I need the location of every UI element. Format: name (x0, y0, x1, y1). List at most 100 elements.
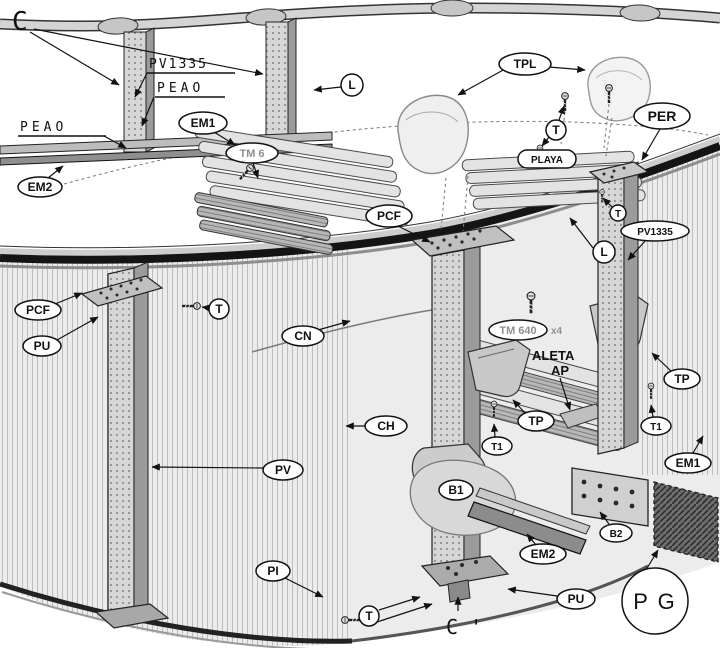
svg-text:TPL: TPL (514, 57, 537, 71)
svg-text:EM1: EM1 (191, 116, 216, 130)
ledge-slats-top (194, 126, 409, 227)
svg-text:T1: T1 (650, 422, 662, 433)
svg-text:TM 640: TM 640 (499, 325, 536, 337)
callout-tp-right: TP (663, 368, 701, 390)
callout-em2-bottom: EM2 (519, 543, 567, 565)
callout-tp-center: TP (517, 410, 555, 432)
callout-t-post-right: T (609, 204, 627, 222)
callout-pu-bottom: PU (556, 588, 596, 610)
svg-text:T1: T1 (491, 442, 503, 453)
svg-text:PCF: PCF (377, 209, 401, 223)
callout-cn: CN (281, 325, 325, 347)
c-prime-bracket (447, 579, 471, 603)
alignment-dash (603, 103, 610, 149)
callout-pcf-left: PCF (14, 299, 62, 321)
svg-text:PER: PER (648, 108, 677, 124)
callout-per: PER (633, 102, 691, 130)
svg-text:PU: PU (568, 592, 585, 606)
callout-tm6: TM 6 (225, 142, 279, 164)
label-tm640-qty: x4 (551, 326, 563, 337)
tp-bracket-center (467, 339, 531, 398)
label-c: C (12, 7, 28, 37)
callout-em1-right: EM1 (664, 452, 712, 474)
svg-text:TP: TP (674, 372, 689, 386)
callout-b2: B2 (599, 523, 633, 543)
left-post-foot (94, 603, 170, 629)
svg-text:L: L (348, 78, 355, 92)
callout-pv: PV (262, 459, 304, 481)
rail-cap (619, 4, 661, 22)
callout-t1-center: T1 (481, 436, 513, 456)
pcf-plate-left (80, 275, 164, 307)
svg-text:PV1335: PV1335 (637, 227, 673, 238)
right-post-top-plate (588, 161, 650, 184)
callout-t-bottom: T (358, 605, 380, 627)
svg-text:B2: B2 (610, 529, 623, 540)
ledge-slats-dark (194, 192, 334, 255)
svg-text:EM1: EM1 (676, 456, 701, 470)
text-labels: C PV1335 PEAO PEAO ALETA AP x4 C ' (12, 7, 575, 639)
svg-text:PI: PI (267, 564, 278, 578)
svg-text:L: L (600, 245, 607, 259)
leader-lines (29, 28, 704, 623)
callout-pi: PI (255, 560, 291, 582)
liner-edge-cn-line (251, 307, 447, 353)
callout-l-right: L (592, 240, 616, 264)
rail-cap (97, 17, 139, 35)
label-peao-top: PEAO (157, 81, 204, 96)
svg-text:PU: PU (34, 339, 51, 353)
callouts: EM1 EM2 TM 6 L TPL T PLAYA PER T PV1335 … (14, 52, 712, 635)
callout-pv1335-right: PV1335 (620, 220, 690, 242)
pool-wall (0, 147, 720, 646)
tpl-seat-cover-left (397, 94, 469, 175)
callout-pu-left: PU (22, 335, 62, 357)
callout-em2-left: EM2 (17, 176, 63, 198)
svg-text:T: T (215, 302, 223, 316)
callout-pg: P G (621, 567, 689, 635)
callout-tpl: TPL (498, 52, 552, 76)
top-post-right (265, 17, 297, 147)
label-aleta-line1: ALETA (532, 348, 575, 363)
label-c-prime: C ' (446, 615, 482, 639)
svg-text:T: T (615, 209, 621, 220)
callout-t-left: T (208, 298, 230, 320)
svg-text:T: T (365, 609, 373, 623)
top-back-rail (0, 0, 720, 35)
callout-em1-top: EM1 (178, 111, 228, 135)
rail-cap (430, 0, 474, 17)
label-aleta-line2: AP (551, 363, 569, 378)
svg-text:P G: P G (633, 589, 677, 614)
alignment-dash (605, 117, 613, 157)
svg-text:B1: B1 (448, 483, 464, 497)
pcf-plate-center (410, 225, 516, 257)
pu-base-plate-center (420, 555, 510, 603)
svg-text:PCF: PCF (26, 303, 50, 317)
callout-b1: B1 (438, 479, 474, 501)
svg-text:CN: CN (294, 329, 311, 343)
svg-text:T: T (552, 123, 560, 137)
callout-ch: CH (364, 415, 408, 437)
em-profile-bars-bottom (467, 487, 591, 555)
callout-tm640: TM 640 (488, 319, 548, 341)
label-pv1335-top: PV1335 (149, 57, 208, 72)
callout-t-top: T (545, 119, 567, 141)
svg-text:CH: CH (377, 419, 394, 433)
svg-text:EM2: EM2 (28, 180, 53, 194)
left-post (80, 261, 170, 629)
b2-plate (571, 467, 649, 527)
bottom-rim (0, 564, 649, 648)
svg-text:TM 6: TM 6 (239, 148, 264, 160)
pg-panel (653, 481, 719, 563)
svg-text:EM2: EM2 (531, 547, 556, 561)
callout-playa: PLAYA (517, 149, 577, 169)
alignment-dash (440, 177, 447, 231)
label-peao-left: PEAO (20, 120, 67, 135)
callout-l-top: L (340, 73, 364, 97)
tpl-seat-cover-right (587, 56, 651, 122)
callout-pcf-center: PCF (365, 204, 413, 228)
svg-text:PV: PV (275, 463, 291, 477)
callout-t1-right: T1 (640, 416, 672, 436)
svg-text:TP: TP (528, 414, 543, 428)
